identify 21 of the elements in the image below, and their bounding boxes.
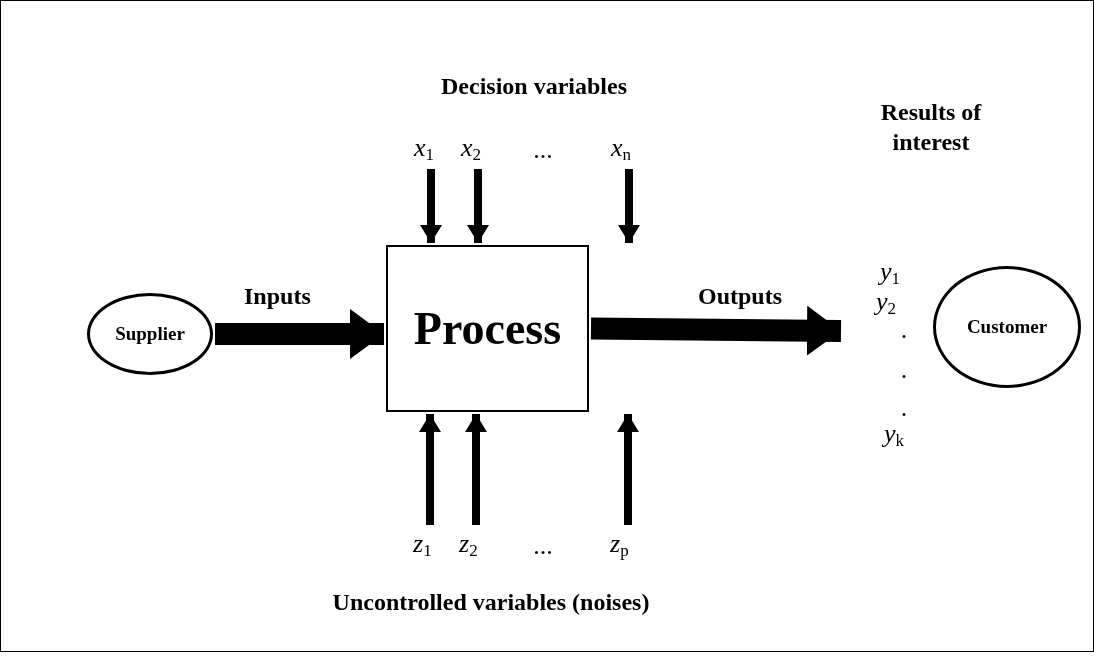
heading-text: Results of interest bbox=[879, 98, 983, 157]
heading-text: Uncontrolled variables (noises) bbox=[331, 588, 651, 617]
dots-text: . bbox=[899, 315, 909, 345]
dots-text: . bbox=[899, 355, 909, 385]
heading-text: Decision variables bbox=[440, 72, 628, 101]
variable-label: z$_{2}$ bbox=[459, 529, 478, 566]
variable-label: y$_{1}$ bbox=[877, 257, 901, 290]
arrow bbox=[215, 309, 384, 359]
variable-label: z$_{1}$ bbox=[413, 529, 432, 566]
arrow bbox=[590, 305, 842, 356]
variable-label: x$_{1}$ bbox=[414, 133, 435, 170]
variable-label: y$_{2}$ bbox=[873, 287, 897, 320]
variable-label: x$_{2}$ bbox=[461, 133, 482, 170]
process-box bbox=[386, 245, 589, 412]
node-label: Customer bbox=[966, 316, 1048, 338]
variable-label: z$_{p}$ bbox=[610, 529, 629, 566]
dots-text: ... bbox=[532, 531, 554, 561]
variable-label: x$_{n}$ bbox=[611, 133, 632, 170]
node-label: Process bbox=[413, 302, 562, 355]
node-label: Supplier bbox=[115, 323, 185, 345]
dots-text: ... bbox=[532, 135, 554, 165]
